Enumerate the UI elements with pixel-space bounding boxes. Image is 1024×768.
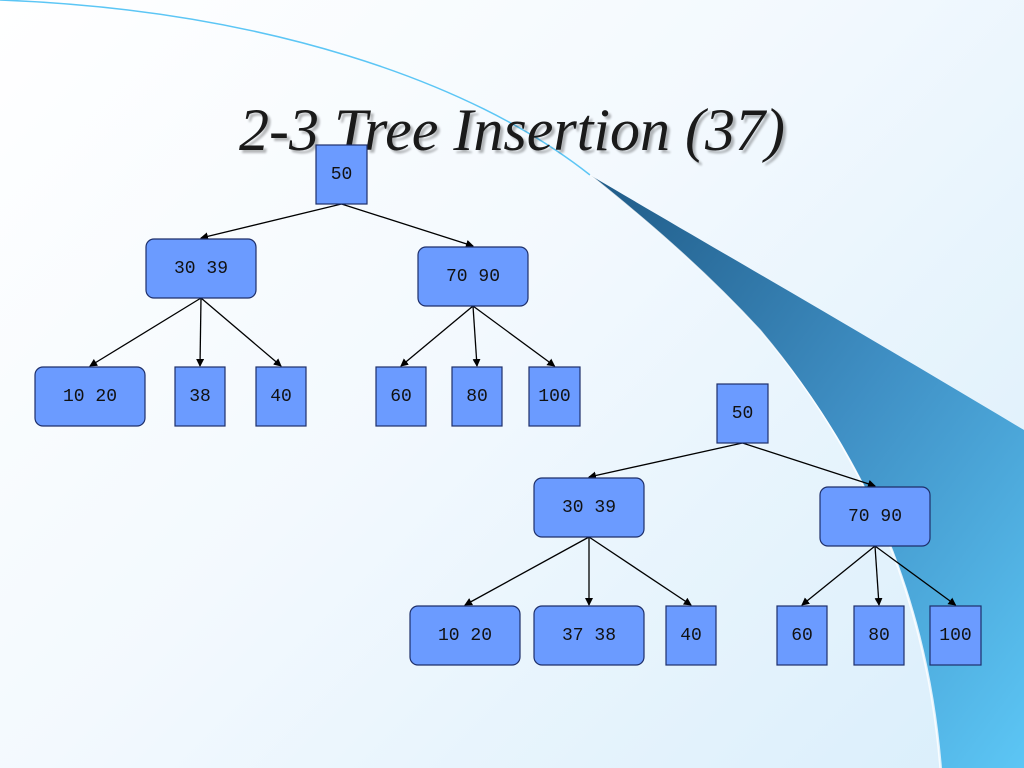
tree-before-edge-a-d xyxy=(196,297,205,367)
tree-node-box xyxy=(174,366,226,427)
tree-node-keys: 38 xyxy=(189,387,211,407)
tree-after-node-c: 10 20 xyxy=(409,605,521,666)
tree-node-keys: 37 38 xyxy=(562,626,616,646)
tree-before-edge-r-b xyxy=(341,203,474,248)
tree-node-box xyxy=(417,246,529,307)
tree-after-node-e: 40 xyxy=(665,605,717,666)
tree-before-node-f: 60 xyxy=(375,366,427,427)
tree-before-node-c: 10 20 xyxy=(34,366,146,427)
tree-node-box xyxy=(665,605,717,666)
tree-before-node-r: 50 xyxy=(315,144,368,205)
tree-before-node-e: 40 xyxy=(255,366,307,427)
tree-node-box xyxy=(716,383,769,444)
tree-node-box xyxy=(929,605,982,666)
tree-after-edge-b-h xyxy=(874,545,957,606)
tree-after-node-a: 30 39 xyxy=(533,477,645,538)
tree-node-box xyxy=(776,605,828,666)
tree-before-edge-b-g xyxy=(472,305,481,367)
top-arc-line xyxy=(0,0,591,176)
tree-before-node-d: 38 xyxy=(174,366,226,427)
tree-node-keys: 40 xyxy=(680,626,702,646)
tree-node-box xyxy=(451,366,503,427)
tree-before-edge-b-h xyxy=(472,305,556,367)
right-swoosh xyxy=(590,175,1024,768)
tree-node-box xyxy=(34,366,146,427)
tree-before-node-a: 30 39 xyxy=(145,238,257,299)
tree-node-box xyxy=(853,605,905,666)
tree-before-edge-a-e xyxy=(200,297,282,367)
tree-node-keys: 50 xyxy=(331,165,353,185)
tree-node-keys: 50 xyxy=(732,404,754,424)
tree-after-edge-b-f xyxy=(801,545,876,606)
tree-after-edge-r-b xyxy=(742,442,876,488)
tree-node-box xyxy=(255,366,307,427)
tree-before-node-g: 80 xyxy=(451,366,503,427)
tree-before-edge-a-c xyxy=(89,297,202,367)
tree-node-keys: 100 xyxy=(538,387,570,407)
tree-after-node-h: 100 xyxy=(929,605,982,666)
tree-after-node-g: 80 xyxy=(853,605,905,666)
tree-before-node-h: 100 xyxy=(528,366,581,427)
tree-node-keys: 10 20 xyxy=(438,626,492,646)
tree-before-edge-b-f xyxy=(400,305,474,367)
tree-before-node-b: 70 90 xyxy=(417,246,529,307)
tree-node-keys: 10 20 xyxy=(63,387,117,407)
tree-node-keys: 100 xyxy=(939,626,971,646)
tree-after-edge-r-a xyxy=(588,442,743,480)
tree-node-box xyxy=(528,366,581,427)
tree-node-keys: 30 39 xyxy=(174,259,228,279)
tree-node-keys: 60 xyxy=(390,387,412,407)
tree-after-node-b: 70 90 xyxy=(819,486,931,547)
tree-node-keys: 40 xyxy=(270,387,292,407)
tree-node-keys: 60 xyxy=(791,626,813,646)
right-swoosh-highlight xyxy=(589,174,941,768)
tree-node-box xyxy=(145,238,257,299)
tree-node-box xyxy=(375,366,427,427)
tree-node-box xyxy=(533,477,645,538)
tree-after-node-f: 60 xyxy=(776,605,828,666)
tree-after-node-d: 37 38 xyxy=(533,605,645,666)
tree-node-keys: 70 90 xyxy=(848,507,902,527)
tree-before-edge-r-a xyxy=(200,203,342,241)
tree-node-keys: 30 39 xyxy=(562,498,616,518)
tree-node-box xyxy=(819,486,931,547)
tree-node-keys: 80 xyxy=(466,387,488,407)
tree-node-box xyxy=(533,605,645,666)
tree-after-edge-b-g xyxy=(874,545,883,606)
tree-node-box xyxy=(409,605,521,666)
tree-after-edge-a-c xyxy=(464,536,590,606)
tree-node-box xyxy=(315,144,368,205)
tree-after-edge-a-e xyxy=(588,536,692,606)
tree-after-node-r: 50 xyxy=(716,383,769,444)
tree-node-keys: 80 xyxy=(868,626,890,646)
tree-node-keys: 70 90 xyxy=(446,267,500,287)
